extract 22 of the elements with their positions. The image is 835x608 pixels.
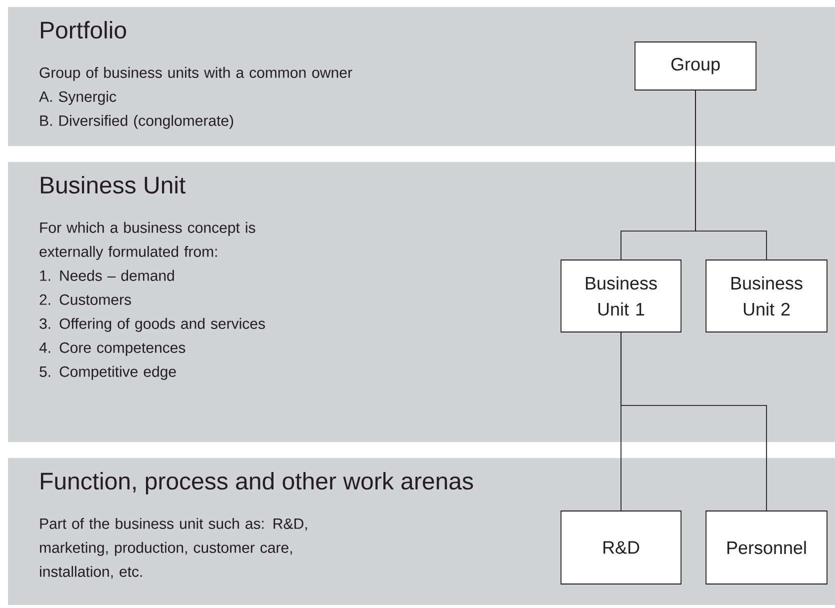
body-text: 2. Customers — [40, 294, 131, 305]
connector-line — [695, 90, 767, 260]
band — [8, 162, 835, 442]
body-text: 1. Needs – demand — [40, 270, 174, 281]
body-text: Group of business units with a common owner — [40, 66, 352, 81]
body-text: Part of the business unit such as: R&D, marketing, production, customer care, installation, etc. — [40, 518, 307, 579]
org-box: R&D — [560, 510, 682, 584]
heading: Portfolio — [40, 21, 126, 39]
body-text: For which a business concept is externally formulated from: — [40, 222, 256, 260]
org-box: Personnel — [706, 510, 828, 584]
body-text: A. Synergic — [39, 90, 116, 105]
body-text: 3. Offering of goods and services — [40, 318, 265, 332]
body-text: B. Diversified (conglomerate) — [40, 114, 234, 129]
heading: Business Unit — [40, 176, 186, 194]
org-box: Group — [634, 42, 756, 90]
org-box: Business Unit 1 — [560, 260, 682, 332]
org-box: Business Unit 2 — [706, 260, 828, 332]
body-text: 4. Core competences — [39, 342, 186, 356]
band — [8, 7, 835, 146]
body-text: 5. Competitive edge — [40, 366, 176, 380]
connector-line — [620, 332, 767, 512]
heading: Function, process and other work arenas — [40, 472, 473, 494]
